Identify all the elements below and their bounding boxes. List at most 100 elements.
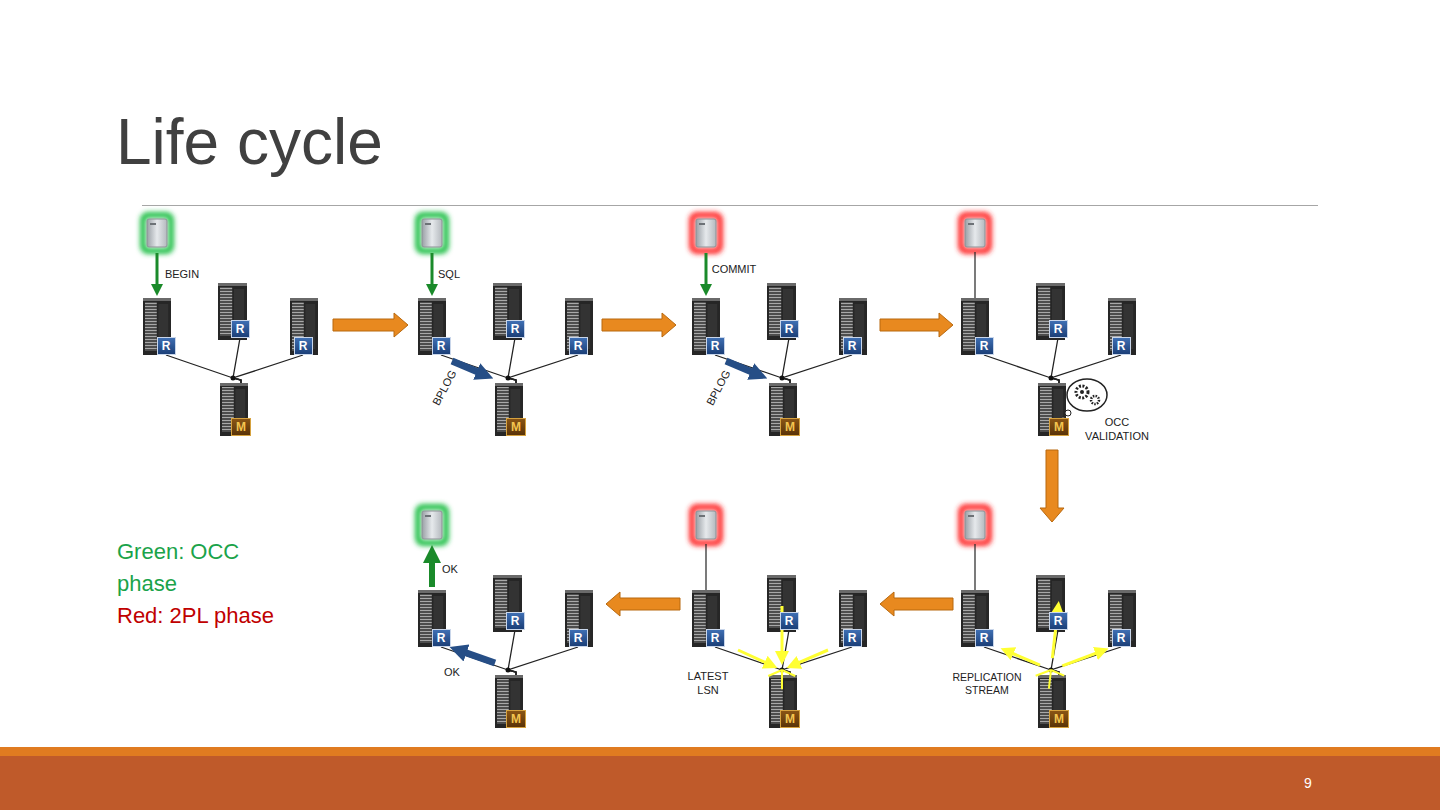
flow-arrow — [1040, 450, 1064, 522]
step-label: REPLICATION STREAM — [942, 671, 1032, 697]
replica-badge: R — [843, 629, 862, 647]
legend-entry: Green: OCC phase — [117, 536, 267, 600]
badge-letter: R — [1054, 322, 1063, 336]
badge-letter: R — [236, 322, 245, 336]
replication-trail — [782, 670, 795, 676]
junction-dot — [780, 376, 785, 381]
server-tower — [839, 298, 867, 355]
flow-arrow — [333, 313, 408, 337]
replication-trail — [1036, 670, 1051, 676]
replica-badge: R — [1049, 612, 1068, 630]
replication-arrow — [793, 650, 828, 665]
master-badge: M — [780, 710, 800, 728]
footer-stripe — [0, 747, 1440, 756]
badge-letter: R — [437, 339, 446, 353]
server-tower — [1108, 590, 1136, 647]
master-badge: M — [1049, 710, 1069, 728]
flow-arrow — [602, 313, 676, 337]
replica-badge: R — [1112, 337, 1131, 355]
replica-badge: R — [432, 337, 451, 355]
junction-dot — [506, 376, 511, 381]
badge-letter: M — [236, 420, 246, 434]
badge-letter: R — [1117, 631, 1126, 645]
badge-letter: R — [437, 631, 446, 645]
server-tower — [565, 298, 593, 355]
cluster — [418, 507, 593, 728]
step-label: BEGIN — [165, 268, 199, 282]
replica-badge: R — [975, 337, 994, 355]
replica-badge: R — [780, 612, 799, 630]
flow-arrow — [880, 592, 953, 616]
step-label: OCC VALIDATION — [1081, 416, 1153, 444]
replica-badge: R — [975, 629, 994, 647]
thought-bubble — [1061, 379, 1107, 421]
master-badge: M — [1049, 418, 1069, 436]
step-label: LATEST LSN — [680, 670, 736, 698]
badge-letter: M — [785, 420, 795, 434]
badge-letter: M — [511, 712, 521, 726]
badge-letter: R — [711, 339, 720, 353]
cluster — [143, 215, 318, 436]
badge-letter: R — [574, 339, 583, 353]
flow-arrow — [606, 592, 680, 616]
client-icon — [961, 507, 989, 543]
junction-dot — [506, 668, 511, 673]
badge-letter: R — [848, 339, 857, 353]
replica-badge: R — [706, 629, 725, 647]
step-label: BPLOG — [704, 368, 734, 408]
badge-letter: R — [299, 339, 308, 353]
badge-letter: R — [574, 631, 583, 645]
step-label: SQL — [438, 268, 460, 282]
master-badge: M — [231, 418, 251, 436]
replica-badge: R — [843, 337, 862, 355]
replica-badge: R — [706, 337, 725, 355]
master-badge: M — [506, 710, 526, 728]
server-tower — [290, 298, 318, 355]
badge-letter: R — [511, 614, 520, 628]
replica-badge: R — [780, 320, 799, 338]
master-badge: M — [780, 418, 800, 436]
replication-trail — [1051, 670, 1064, 676]
replica-badge: R — [569, 337, 588, 355]
badge-letter: R — [711, 631, 720, 645]
badge-letter: R — [1117, 339, 1126, 353]
replica-badge: R — [506, 612, 525, 630]
client-arrow — [431, 253, 434, 290]
log-arrow — [458, 650, 495, 663]
server-tower — [839, 590, 867, 647]
step-label: BPLOG — [430, 368, 460, 408]
page-number: 9 — [1304, 775, 1312, 793]
client-link — [974, 252, 975, 298]
badge-letter: M — [511, 420, 521, 434]
badge-letter: R — [785, 614, 794, 628]
replica-badge: R — [506, 320, 525, 338]
cluster — [692, 215, 867, 436]
badge-letter: M — [785, 712, 795, 726]
replica-badge: R — [157, 337, 176, 355]
client-arrow — [156, 253, 159, 290]
step-label: OK — [442, 563, 458, 577]
replica-badge: R — [432, 629, 451, 647]
title-rule — [142, 205, 1318, 206]
replication-arrow — [1062, 651, 1102, 666]
badge-letter: R — [980, 339, 989, 353]
client-link — [705, 544, 706, 590]
replica-badge: R — [231, 320, 250, 338]
client-arrow — [429, 554, 435, 587]
badge-letter: M — [1054, 420, 1064, 434]
cluster — [961, 215, 1136, 436]
replica-badge: R — [1049, 320, 1068, 338]
replication-arrow — [738, 650, 771, 665]
replication-arrow — [1007, 651, 1040, 665]
replica-badge: R — [569, 629, 588, 647]
badge-letter: M — [1054, 712, 1064, 726]
cluster — [418, 215, 593, 436]
legend-entry: Red: 2PL phase — [117, 600, 357, 632]
replica-badge: R — [294, 337, 313, 355]
server-tower — [1108, 298, 1136, 355]
replica-badge: R — [1112, 629, 1131, 647]
step-label: COMMIT — [712, 263, 757, 277]
client-icon — [961, 215, 989, 251]
step-label: OK — [444, 666, 460, 680]
client-icon — [692, 215, 720, 251]
